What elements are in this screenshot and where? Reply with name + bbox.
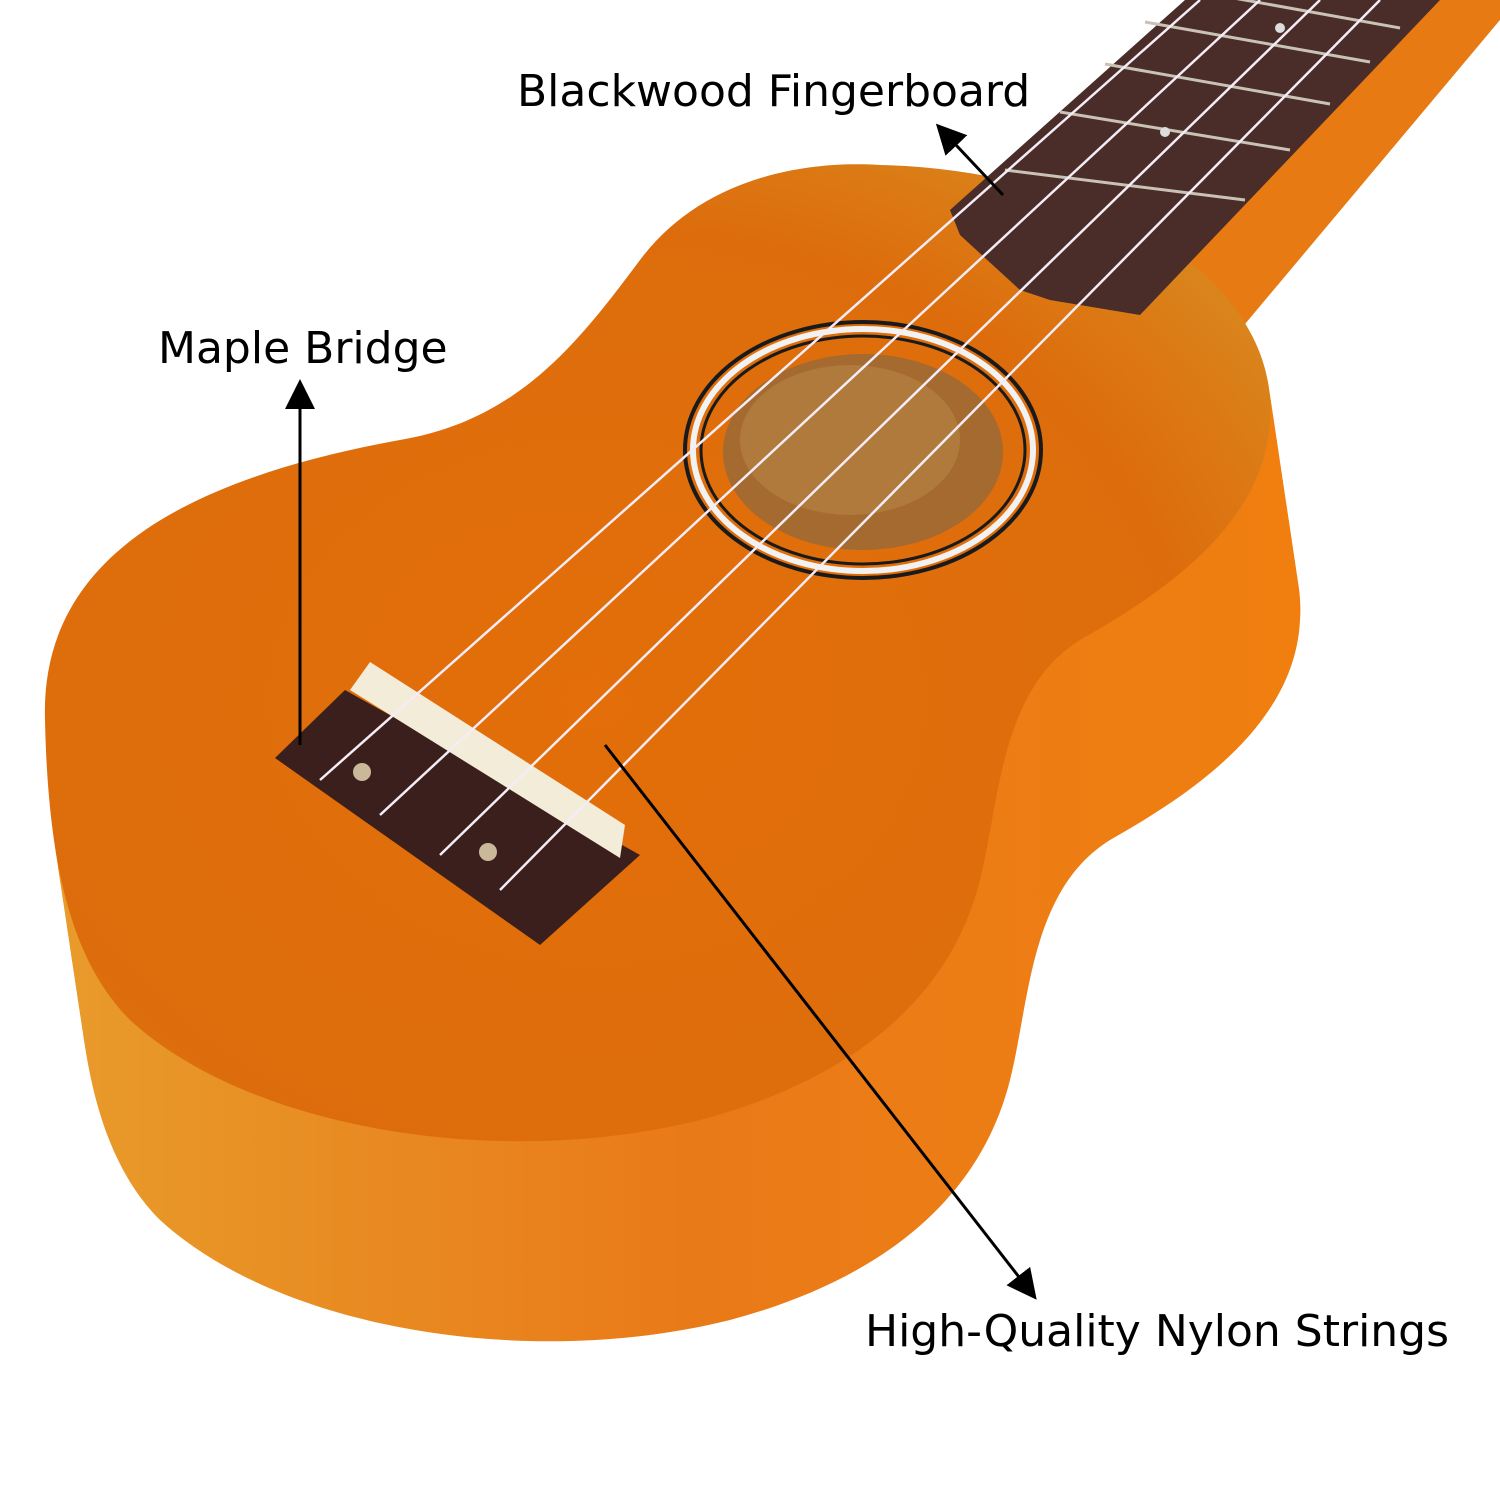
fingerboard <box>950 0 1440 315</box>
fret-marker <box>1160 127 1170 137</box>
soundhole <box>683 320 1043 580</box>
fret-marker <box>1275 23 1285 33</box>
neck <box>1150 0 1500 330</box>
strings <box>319 0 1381 891</box>
fingerboard-callout-label: Blackwood Fingerboard <box>517 66 1031 117</box>
fingerboard-callout-arrow <box>935 123 1005 197</box>
frets <box>1004 0 1401 202</box>
bridge <box>275 662 640 945</box>
strings-callout-label: High-Quality Nylon Strings <box>865 1306 1450 1357</box>
bridge-callout-label: Maple Bridge <box>158 323 448 374</box>
strings-callout-arrow <box>603 744 1037 1300</box>
